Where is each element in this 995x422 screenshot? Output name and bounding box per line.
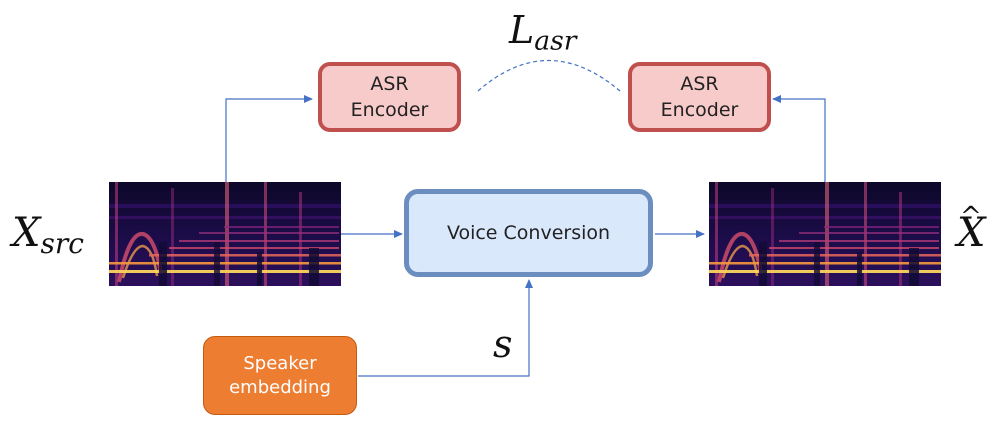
speaker-embedding-line2: embedding — [229, 376, 331, 398]
source-label: Xsrc — [12, 210, 84, 260]
asr-encoder-left-line2: Encoder — [350, 99, 429, 121]
asr-encoder-left-line1: ASR — [370, 73, 409, 95]
speaker-embedding-box: Speaker embedding — [203, 336, 357, 415]
loss-label-subscript: asr — [534, 25, 577, 57]
speaker-symbol: s — [493, 322, 513, 366]
loss-label-base: L — [509, 8, 535, 52]
output-spectrogram — [709, 182, 941, 286]
output-label: ^ X — [957, 202, 986, 256]
arrow-speaker-to-vc — [358, 279, 533, 377]
loss-label: Lasr — [509, 8, 576, 57]
arrow-output-to-asr — [772, 95, 826, 182]
voice-conversion-label: Voice Conversion — [446, 222, 611, 244]
source-label-base: X — [12, 210, 41, 256]
arrow-src-to-asr — [225, 95, 313, 182]
asr-encoder-right-line2: Encoder — [660, 99, 739, 121]
output-label-base: X — [957, 210, 986, 256]
asr-encoder-left: ASR Encoder — [318, 62, 461, 132]
source-spectrogram — [109, 182, 341, 286]
loss-dashed-curve — [477, 59, 621, 92]
asr-encoder-right-line1: ASR — [680, 73, 719, 95]
output-label-hat: ^ — [960, 202, 982, 232]
speaker-embedding-line1: Speaker — [243, 352, 317, 374]
source-label-subscript: src — [40, 227, 84, 260]
asr-encoder-right: ASR Encoder — [628, 62, 771, 132]
voice-conversion-box: Voice Conversion — [404, 189, 653, 277]
